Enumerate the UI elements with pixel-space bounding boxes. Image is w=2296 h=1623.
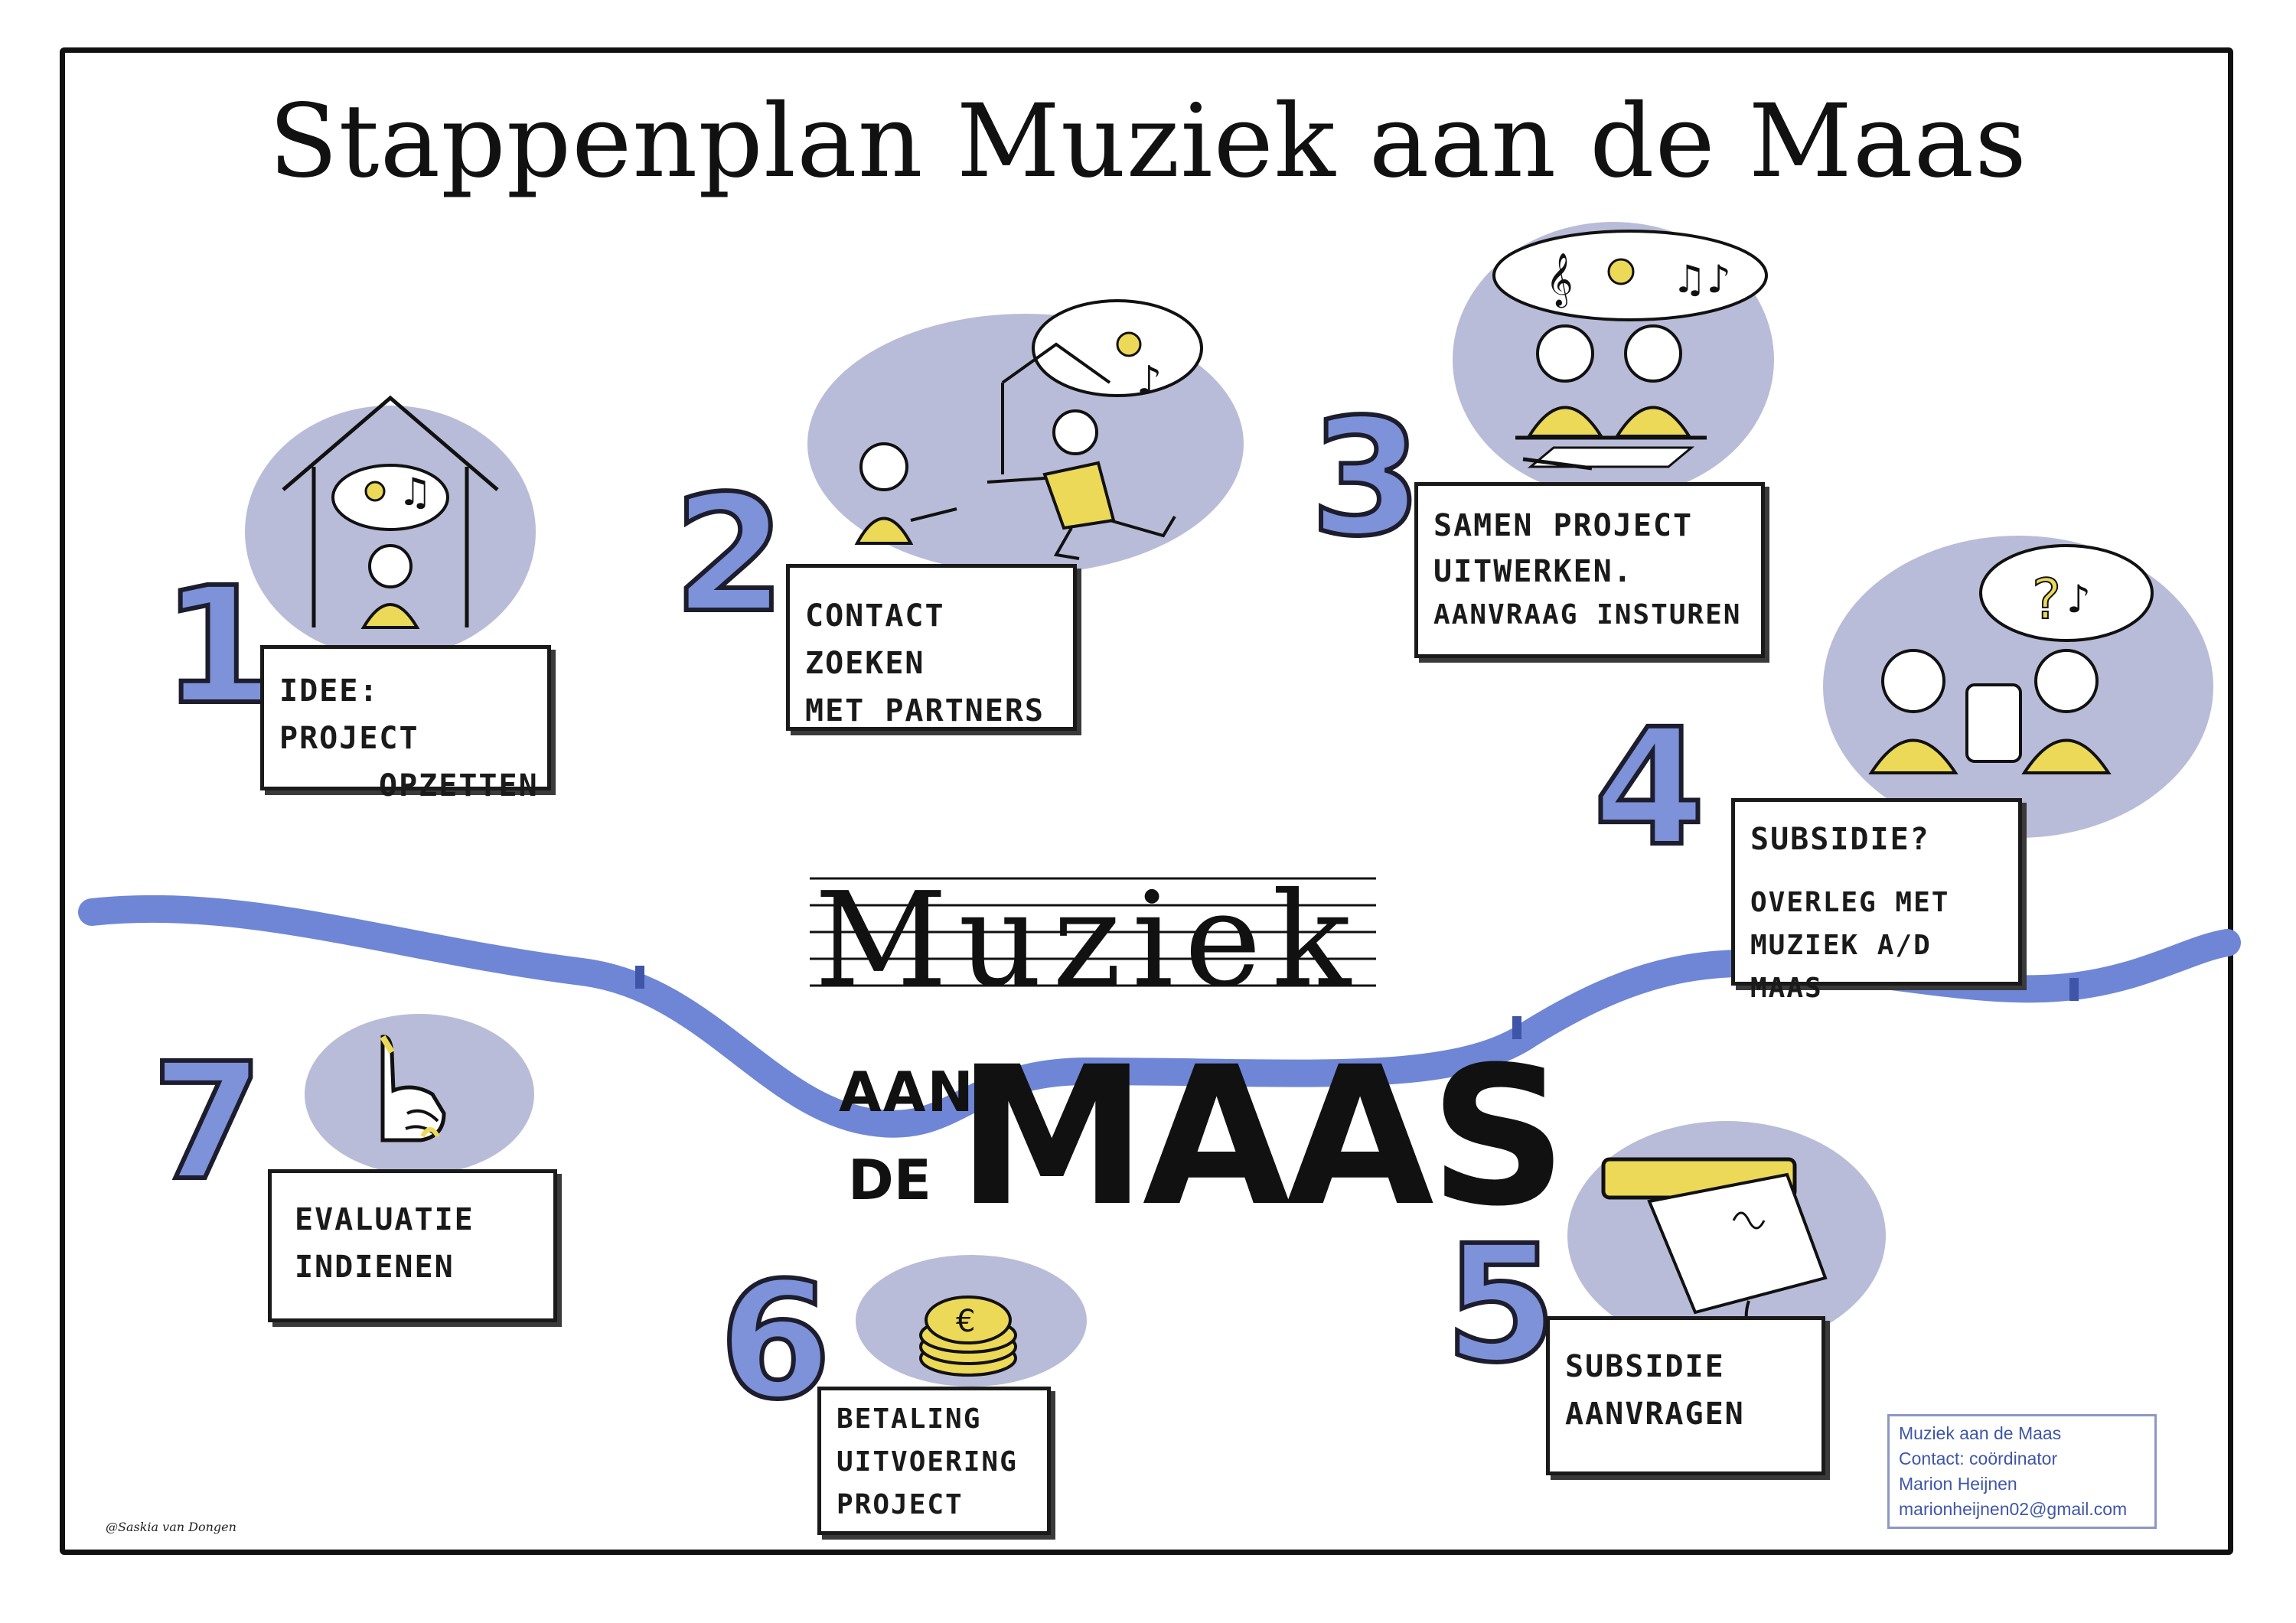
step7-box: EVALUATIE INDIENEN: [268, 1169, 557, 1322]
step6-line2: UITVOERING: [837, 1445, 1018, 1478]
step4-line3: MUZIEK A/D MAAS: [1750, 929, 1932, 1004]
person-icon: [1536, 324, 1594, 383]
logo-staff-lines: [810, 877, 1376, 987]
step6-line1: BETALING: [837, 1403, 982, 1435]
svg-text:♫: ♫: [398, 470, 432, 514]
step3-line1: SAMEN PROJECT: [1433, 508, 1694, 543]
music-note-icon: ♪: [2066, 577, 2091, 621]
step3-line3: AANVRAAG INSTUREN: [1433, 599, 1742, 631]
collaboration-icon: 𝄞 ♫♪: [1492, 230, 1768, 471]
document-icon: [1965, 683, 2022, 763]
step2-number: 2: [671, 461, 788, 648]
step1-box: IDEE: PROJECT OPZETTEN: [260, 645, 551, 803]
person-icon: [1881, 649, 1945, 713]
step6-number: 6: [717, 1247, 833, 1435]
logo-muziek: Muziek: [814, 865, 1362, 1016]
step7-number: 7: [149, 1028, 266, 1216]
lightbulb-icon: [1607, 258, 1635, 285]
person-icon: [1052, 409, 1098, 455]
person-icon: [368, 544, 413, 588]
handshake-icon: ♪: [854, 299, 1203, 560]
svg-text:♪: ♪: [1137, 358, 1162, 404]
step5-line1: SUBSIDIE: [1565, 1349, 1725, 1384]
artist-credit: @Saskia van Dongen: [106, 1520, 236, 1534]
music-note-icon: ♫♪: [1672, 257, 1731, 301]
lightbulb-icon: [1116, 331, 1142, 357]
step4-box: SUBSIDIE? OVERLEG MET MUZIEK A/D MAAS: [1731, 798, 2022, 1004]
house-icon: ♫: [282, 395, 499, 629]
step4-number: 4: [1591, 694, 1707, 882]
step6-box: BETALING UITVOERING PROJECT: [817, 1387, 1051, 1535]
step1-line1: IDEE: PROJECT: [279, 673, 419, 756]
step1-line2: OPZETTEN: [379, 768, 539, 803]
step2-line1: CONTACT ZOEKEN: [805, 598, 945, 681]
step4-line2: OVERLEG MET: [1750, 887, 1950, 918]
logo-aan: AAN: [839, 1060, 975, 1124]
document-icon: [1647, 1172, 1828, 1315]
contact-role: Contact: coördinator: [1899, 1449, 2058, 1468]
contact-email[interactable]: marionheijnen02@gmail.com: [1899, 1499, 2128, 1519]
logo-maas: MAAS: [957, 1025, 1567, 1248]
step3-line2: UITWERKEN.: [1433, 554, 1633, 589]
step1-number: 1: [160, 552, 276, 740]
step7-line1: EVALUATIE: [295, 1202, 475, 1237]
contact-name: Marion Heijnen: [1899, 1474, 2017, 1494]
page-frame: [60, 47, 2233, 1555]
question-mark-icon: ?: [2032, 567, 2061, 631]
thumbs-up-icon: [380, 1035, 446, 1142]
step3-number: 3: [1308, 384, 1424, 572]
person-icon: [859, 442, 908, 491]
person-icon: [1624, 324, 1682, 383]
lightbulb-icon: [364, 481, 386, 502]
step4-line1: SUBSIDIE?: [1750, 822, 1930, 857]
coins-icon: €: [919, 1295, 1017, 1377]
contact-org: Muziek aan de Maas: [1899, 1423, 2062, 1443]
pencil-icon: [1522, 457, 1593, 471]
page-title: Stappenplan Muziek aan de Maas: [269, 83, 2027, 200]
step7-line2: INDIENEN: [295, 1250, 455, 1285]
contact-box: Muziek aan de Maas Contact: coördinator …: [1887, 1414, 2157, 1529]
step2-line2: MET PARTNERS: [805, 693, 1045, 728]
logo-de: DE: [848, 1148, 931, 1212]
speech-bubble-icon: [1979, 544, 2154, 642]
step5-number: 5: [1443, 1211, 1559, 1398]
step6-line3: PROJECT: [837, 1488, 964, 1520]
letterbox-icon: [1601, 1157, 1828, 1348]
idea-cloud-icon: [331, 464, 449, 531]
step5-line2: AANVRAGEN: [1565, 1396, 1745, 1432]
step3-box: SAMEN PROJECT UITWERKEN. AANVRAAG INSTUR…: [1414, 482, 1765, 658]
step2-box: CONTACT ZOEKEN MET PARTNERS: [786, 564, 1077, 731]
consultation-icon: ? ♪: [1868, 544, 2154, 774]
step5-box: SUBSIDIE AANVRAGEN: [1546, 1316, 1825, 1475]
euro-icon: €: [956, 1304, 975, 1339]
person-icon: [2034, 649, 2099, 713]
treble-clef-icon: 𝄞: [1546, 253, 1573, 308]
